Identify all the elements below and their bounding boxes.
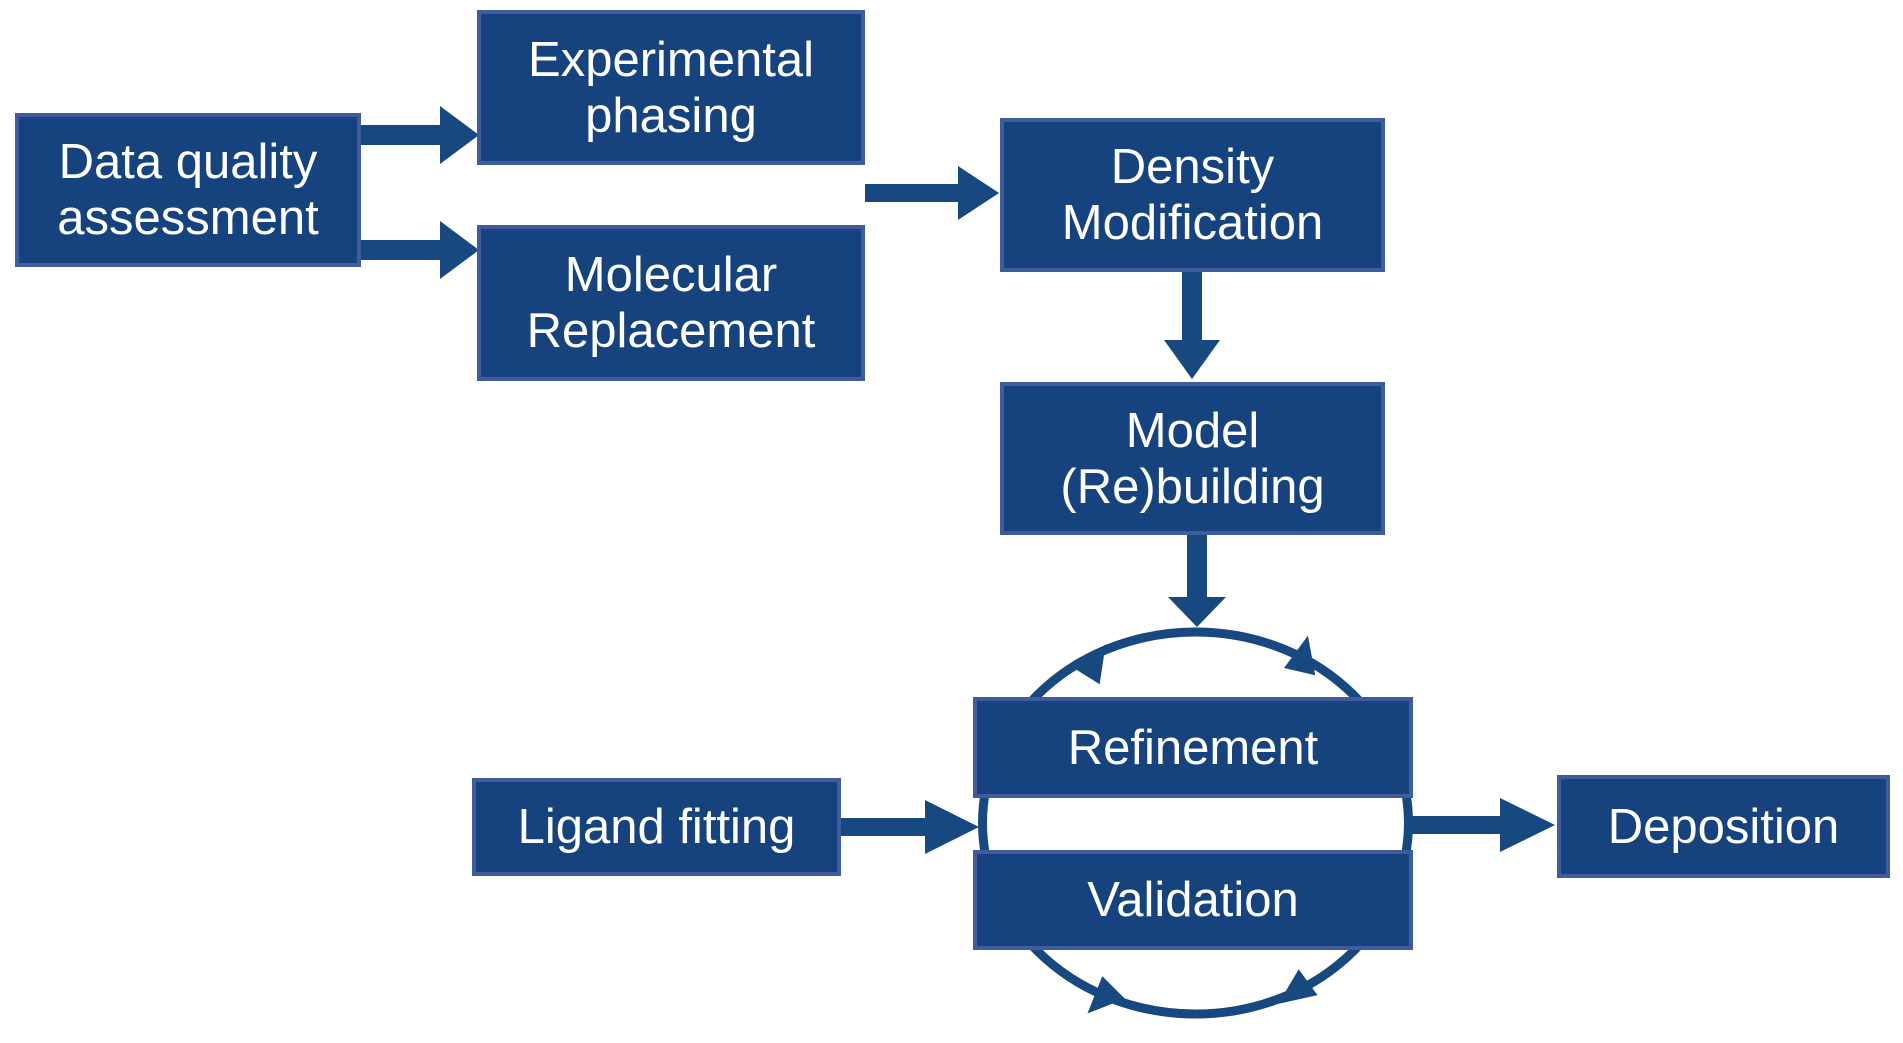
node-validation: Validation — [973, 850, 1413, 950]
cycle-arrowhead-top-right-icon — [1284, 635, 1316, 676]
node-label: Ligand fitting — [517, 800, 796, 854]
node-label: assessment — [57, 191, 319, 245]
cycle-arrowhead-bottom-right-icon — [1278, 969, 1318, 1004]
node-label: (Re)building — [1060, 459, 1325, 514]
node-density-modification: Density Modification — [1000, 118, 1385, 272]
node-label: Modification — [1061, 196, 1324, 250]
node-label: phasing — [585, 88, 757, 143]
node-label: Validation — [1087, 873, 1299, 927]
arrow-dataquality-to-molrep-icon — [361, 221, 479, 279]
node-label: Refinement — [1067, 720, 1319, 775]
node-label: Deposition — [1607, 799, 1840, 854]
node-molecular-replacement: Molecular Replacement — [477, 225, 865, 381]
node-ligand-fitting: Ligand fitting — [472, 778, 841, 876]
node-data-quality-assessment: Data quality assessment — [15, 113, 361, 267]
cycle-arrowhead-top-left-icon — [1072, 644, 1106, 685]
node-deposition: Deposition — [1557, 775, 1890, 878]
node-label: Data quality — [58, 135, 318, 189]
cycle-gap-band — [988, 799, 1403, 849]
node-label: Replacement — [526, 304, 816, 358]
arrow-phasing-to-densitymod-icon — [865, 166, 999, 220]
cycle-ring — [978, 627, 1413, 1019]
arrow-ligand-to-cycle-icon — [841, 800, 979, 854]
arrow-dataquality-to-phasing-icon — [361, 106, 479, 164]
arrow-modelbuilding-to-cycle-icon — [1168, 535, 1226, 627]
node-label: Density — [1110, 140, 1275, 194]
arrow-cycle-to-deposition-icon — [1411, 798, 1555, 852]
node-refinement: Refinement — [973, 697, 1413, 798]
node-experimental-phasing: Experimental phasing — [477, 10, 865, 165]
arrow-densitymod-to-modelbuilding-icon — [1164, 272, 1220, 379]
node-model-rebuilding: Model (Re)building — [1000, 382, 1385, 535]
node-label: Experimental — [528, 32, 814, 87]
node-label: Model — [1125, 403, 1260, 458]
node-label: Molecular — [564, 248, 778, 302]
cycle-arrowhead-bottom-left-icon — [1087, 976, 1125, 1014]
